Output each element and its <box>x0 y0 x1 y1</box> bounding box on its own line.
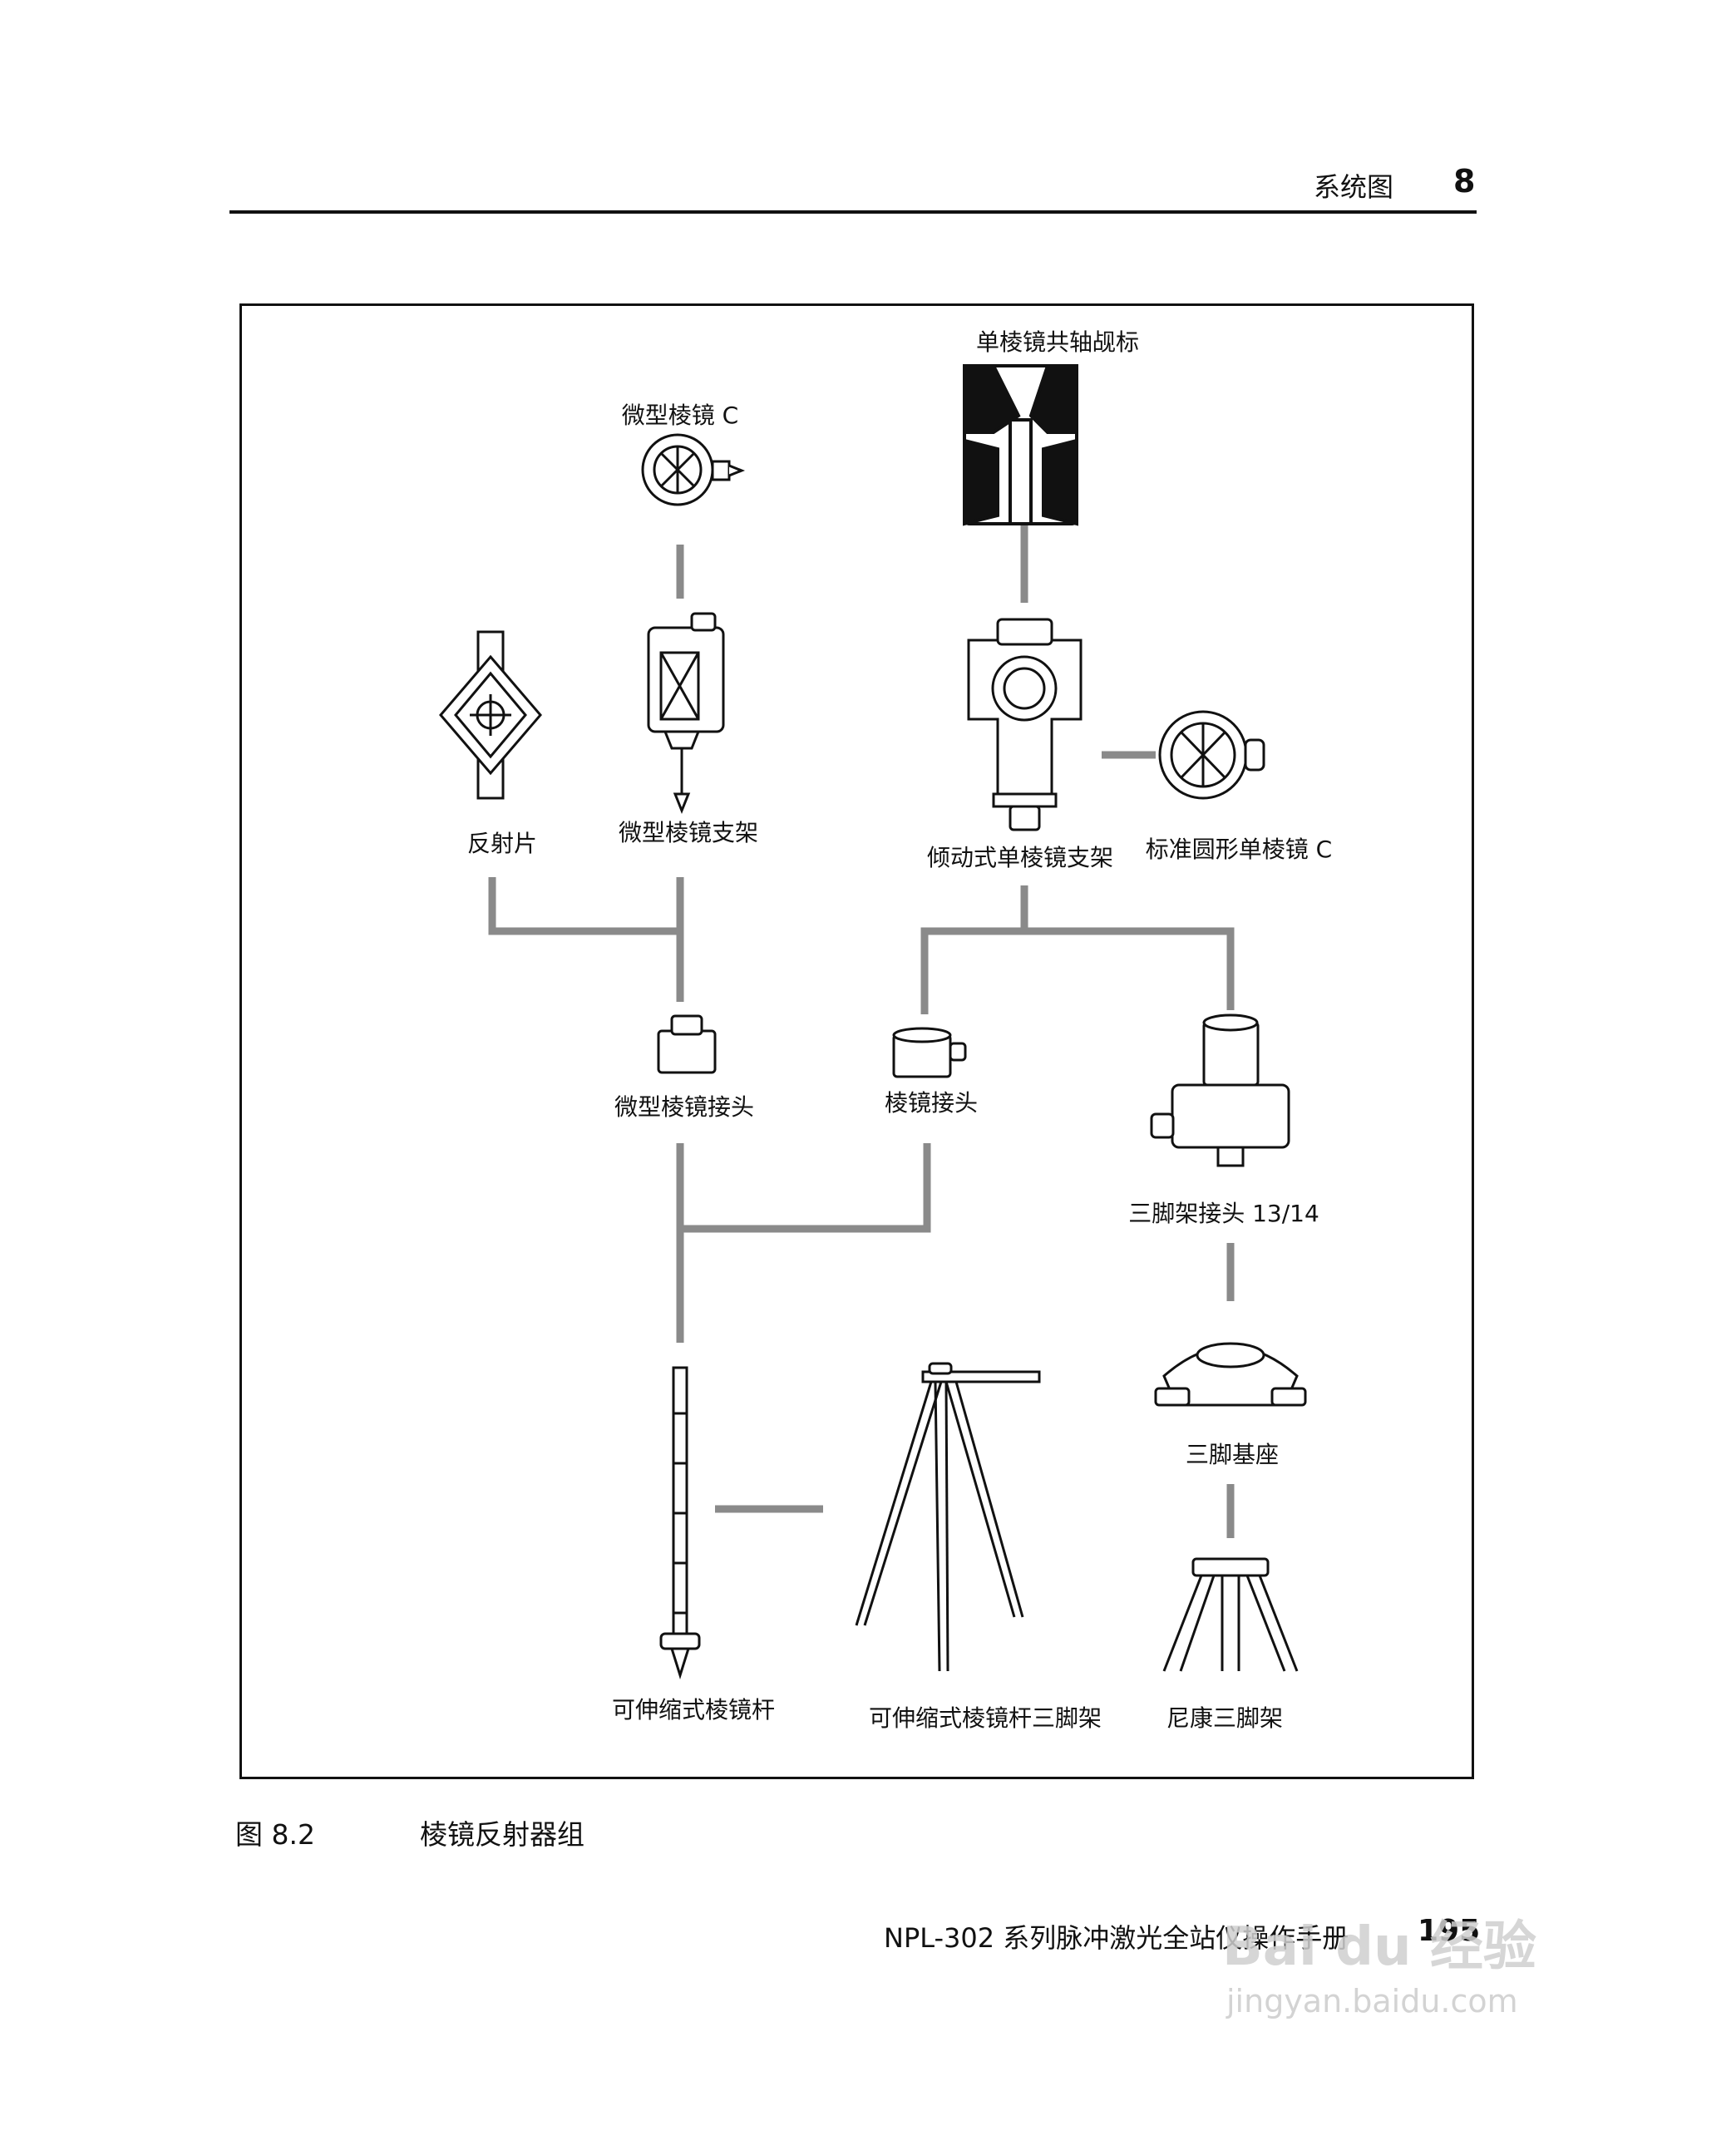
label-tilt-prism-holder: 倾动式单棱镜支架 <box>926 844 1114 871</box>
mini-prism-adapter-icon <box>657 1014 717 1074</box>
tilt-prism-holder-icon <box>967 618 1083 831</box>
label-mini-prism-adapter: 微型棱镜接头 <box>614 1093 755 1121</box>
extendable-pole-icon <box>659 1366 701 1680</box>
header-title: 系统图 <box>1314 171 1394 203</box>
label-nikon-tripod: 尼康三脚架 <box>1166 1704 1284 1732</box>
watermark-logo: Bai du 经验 <box>1222 1916 1536 1978</box>
system-diagram-frame <box>239 303 1474 1779</box>
label-prism-adapter: 棱镜接头 <box>884 1089 979 1117</box>
label-mini-prism-c: 微型棱镜 C <box>621 402 739 429</box>
label-standard-round-prism: 标准圆形单棱镜 C <box>1145 836 1333 863</box>
header-rule <box>229 210 1477 214</box>
target-plate-icon <box>963 364 1078 526</box>
label-reflective-sheet: 反射片 <box>466 830 538 857</box>
page-number: 195 <box>1418 1914 1481 1948</box>
chapter-number: 8 <box>1453 163 1476 200</box>
figure-caption: 棱镜反射器组 <box>420 1818 584 1851</box>
reflective-sheet-icon <box>439 630 542 800</box>
footer-manual-title: NPL-302 系列脉冲激光全站仪操作手册 <box>884 1922 1349 1954</box>
mini-prism-icon <box>641 433 746 506</box>
label-mini-prism-holder: 微型棱镜支架 <box>618 819 759 846</box>
tripod-adapter-icon <box>1150 1013 1290 1167</box>
prism-adapter-icon <box>892 1027 967 1078</box>
label-single-prism-target: 单棱镜共轴觇标 <box>975 328 1140 356</box>
label-tribrach: 三脚基座 <box>1185 1441 1280 1468</box>
label-pole-tripod: 可伸缩式棱镜杆三脚架 <box>868 1704 1102 1732</box>
mini-prism-holder-icon <box>647 612 725 815</box>
tribrach-icon <box>1154 1342 1307 1407</box>
label-tripod-adapter: 三脚架接头 13/14 <box>1128 1200 1319 1227</box>
round-prism-icon <box>1158 710 1265 800</box>
nikon-tripod-icon <box>1162 1557 1299 1672</box>
figure-number: 图 8.2 <box>235 1818 315 1851</box>
pole-tripod-icon <box>855 1362 1041 1672</box>
connector-lines <box>488 449 1235 1538</box>
label-extendable-pole: 可伸缩式棱镜杆 <box>611 1696 776 1724</box>
watermark-url: jingyan.baidu.com <box>1226 1983 1518 2019</box>
